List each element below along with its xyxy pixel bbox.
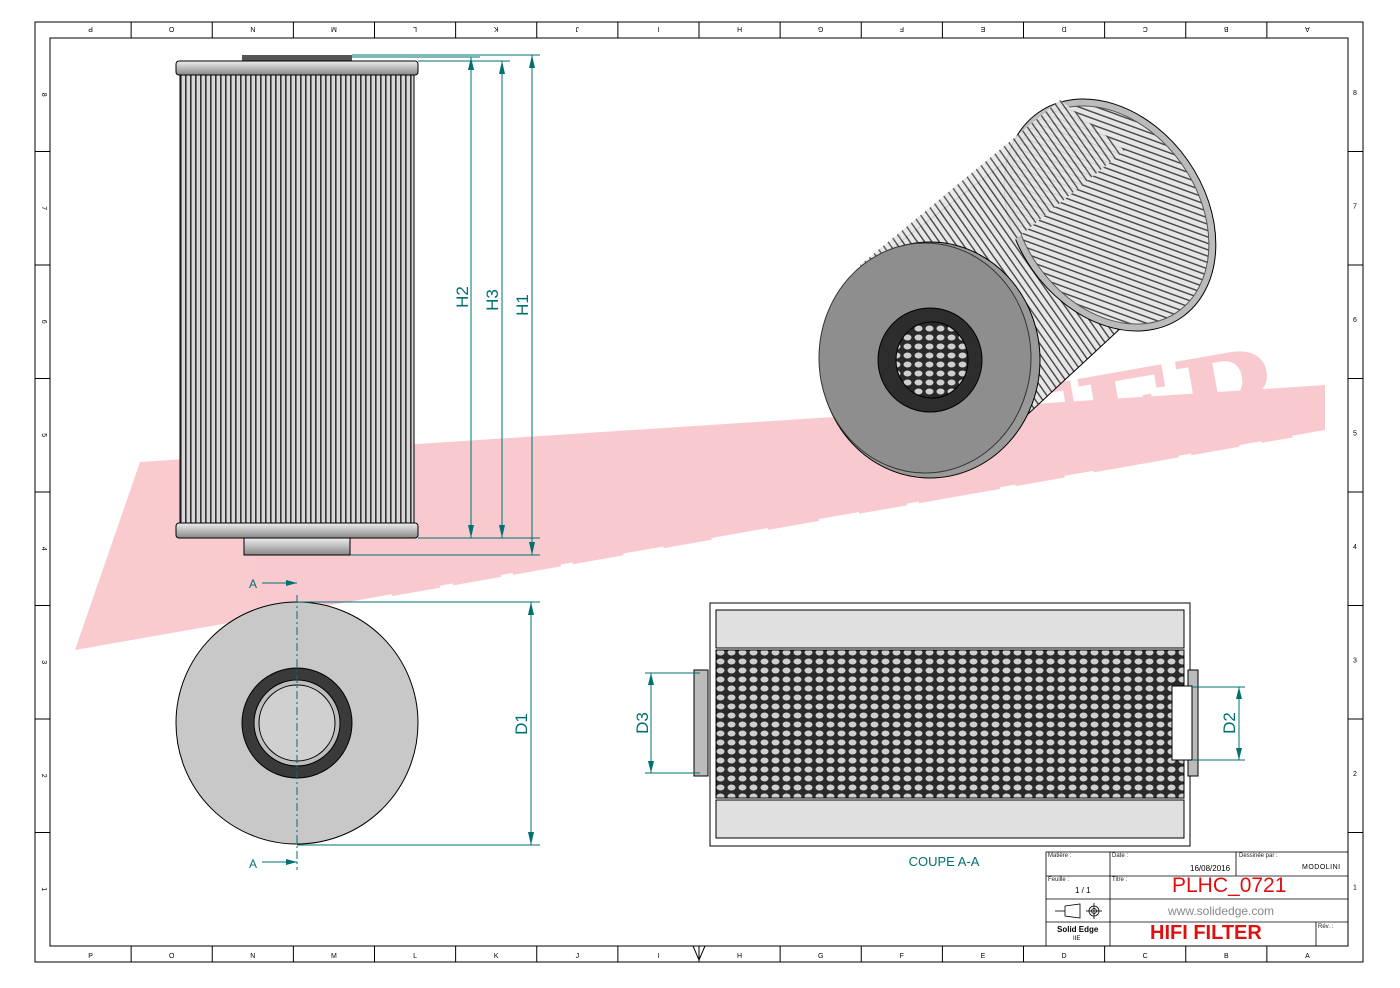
drawn-by-label: Dessinée par : [1239,853,1278,859]
zone-col-label: C [1143,953,1148,960]
drawing-title: PLHC_0721 [1172,874,1287,897]
website: www.solidedge.com [1168,904,1275,918]
date-value: 16/08/2016 [1190,864,1231,873]
zone-col-label: A [1305,25,1310,32]
dim-d1-label: D1 [512,713,531,735]
dim-h1-label: H1 [513,294,532,316]
section-marker-bottom: A [249,857,257,871]
title-block-frame [1045,851,1349,947]
zone-row-label: 2 [1353,771,1357,778]
section-label: COUPE A-A [909,854,980,869]
zone-col-label: G [818,953,823,960]
date-label: Date : [1112,853,1129,859]
zone-row-label: 6 [1353,317,1357,324]
zone-row-label: 3 [1353,657,1357,664]
isometric-view [818,98,1217,479]
section-view [645,602,1245,847]
zone-col-label: H [737,25,742,32]
zone-col-label: B [1224,953,1229,960]
zone-row-label: 1 [40,887,47,891]
zone-row-label: 3 [40,660,47,664]
zone-col-label: D [1062,25,1067,32]
zone-markers: P P O O N N M M L L K K J J I I H H G G F F E E D D C C B B A A 8 8 7 7 6 6 5 5… [35,22,1363,962]
dim-h3-label: H3 [483,289,502,311]
zone-row-label: 6 [40,320,47,324]
title-label: Titre : [1112,877,1128,883]
software-name: Solid Edge [1057,925,1099,934]
zone-col-label: O [169,953,175,960]
sheet-value: 1 / 1 [1075,886,1091,895]
end-view [175,580,540,870]
dim-d2-label: D2 [1220,712,1239,734]
zone-col-label: L [413,953,417,960]
zone-col-label: M [331,25,337,32]
projection-symbol-icon [1055,903,1102,919]
zone-row-label: 5 [40,433,47,437]
zone-col-label: F [900,25,904,32]
zone-col-label: D [1062,953,1067,960]
zone-row-label: 7 [40,206,47,210]
material-label: Matière : [1048,853,1072,859]
software-sub: IIE [1073,936,1081,942]
zone-col-label: N [250,953,255,960]
zone-col-label: C [1143,25,1148,32]
front-view [175,55,419,556]
sheet-label: Feuille : [1048,877,1070,883]
dim-d3-label: D3 [633,712,652,734]
section-marker-top: A [249,577,257,591]
zone-col-label: J [576,953,580,960]
zone-col-label: B [1224,25,1229,32]
company-name: HIFI FILTER [1150,922,1262,944]
zone-col-label: G [818,25,823,32]
zone-row-label: 8 [1353,90,1357,97]
height-dimensions [350,54,540,556]
zone-col-label: K [494,953,499,960]
zone-col-label: A [1305,953,1310,960]
zone-col-label: F [900,953,904,960]
zone-col-label: E [981,953,986,960]
drawn-by-value: MODOLINI [1302,864,1341,871]
zone-row-label: 4 [1353,544,1357,551]
zone-col-label: O [168,25,174,32]
zone-col-label: M [331,953,337,960]
zone-col-label: N [250,25,255,32]
revision-label: Rév. : [1318,924,1334,930]
zone-row-label: 5 [1353,430,1357,437]
zone-col-label: P [88,25,93,32]
zone-col-label: P [88,953,93,960]
zone-col-label: J [576,25,580,32]
zone-col-label: H [737,953,742,960]
zone-row-label: 4 [40,547,47,551]
center-mark [692,945,706,962]
zone-row-label: 1 [1353,884,1357,891]
zone-col-label: L [413,25,417,32]
zone-col-label: E [980,25,985,32]
zone-col-label: K [494,25,499,32]
zone-col-label: I [657,25,659,32]
zone-row-label: 2 [40,774,47,778]
zone-row-label: 7 [1353,203,1357,210]
zone-col-label: I [657,953,659,960]
dim-h2-label: H2 [453,286,472,308]
zone-row-label: 8 [40,93,47,97]
